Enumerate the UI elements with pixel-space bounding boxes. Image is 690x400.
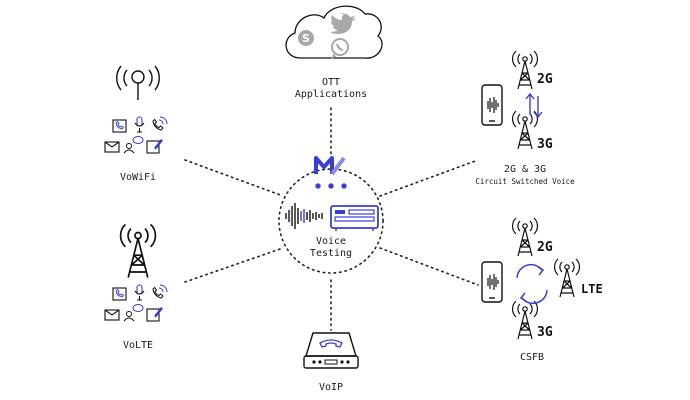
wifi-antenna-icon <box>116 65 160 100</box>
csfb-phone-icon <box>481 261 503 303</box>
connector-circuit <box>379 159 479 197</box>
logo-icon <box>314 156 347 189</box>
gen-3g-label: 3G <box>537 137 553 152</box>
csfb-label: CSFB <box>519 352 545 363</box>
svg-text:S: S <box>302 32 310 45</box>
voip-label: VoIP <box>318 382 344 393</box>
waveform-icon <box>285 203 323 229</box>
csfb-gen-3g-label: 3G <box>537 325 553 340</box>
handover-arrows-icon <box>525 92 543 119</box>
circuit-phone-icon <box>481 84 503 126</box>
csfb-tower-2g-icon <box>511 217 539 257</box>
volte-label: VoLTE <box>122 340 154 351</box>
tower-3g-icon <box>511 110 539 150</box>
connector-lines <box>184 107 479 331</box>
connector-vowifi <box>184 159 284 197</box>
skype-icon: S <box>298 30 314 46</box>
csfb-tower-3g-icon <box>511 300 539 340</box>
circuit-label: 2G & 3G Circuit Switched Voice <box>475 164 575 186</box>
connector-csfb <box>379 247 479 286</box>
fallback-cycle-icon <box>516 263 548 305</box>
communication-icons <box>104 116 168 154</box>
center-label: Voice Testing <box>309 236 353 259</box>
voip-phone-icon <box>303 332 359 369</box>
csfb-gen-lte-label: LTE <box>581 282 603 296</box>
csfb-gen-2g-label: 2G <box>537 240 553 255</box>
csfb-tower-lte-icon <box>553 258 581 298</box>
ott-label: OTT Applications <box>294 77 368 100</box>
vowifi-label: VoWiFi <box>119 172 157 183</box>
tower-2g-icon <box>511 50 539 90</box>
communication-icons <box>104 284 168 322</box>
test-device-icon <box>330 205 379 231</box>
volte-tower-icon <box>119 223 157 279</box>
gen-2g-label: 2G <box>537 72 553 87</box>
connector-volte <box>184 247 284 283</box>
twitter-icon <box>330 13 356 34</box>
whatsapp-icon <box>330 38 349 59</box>
